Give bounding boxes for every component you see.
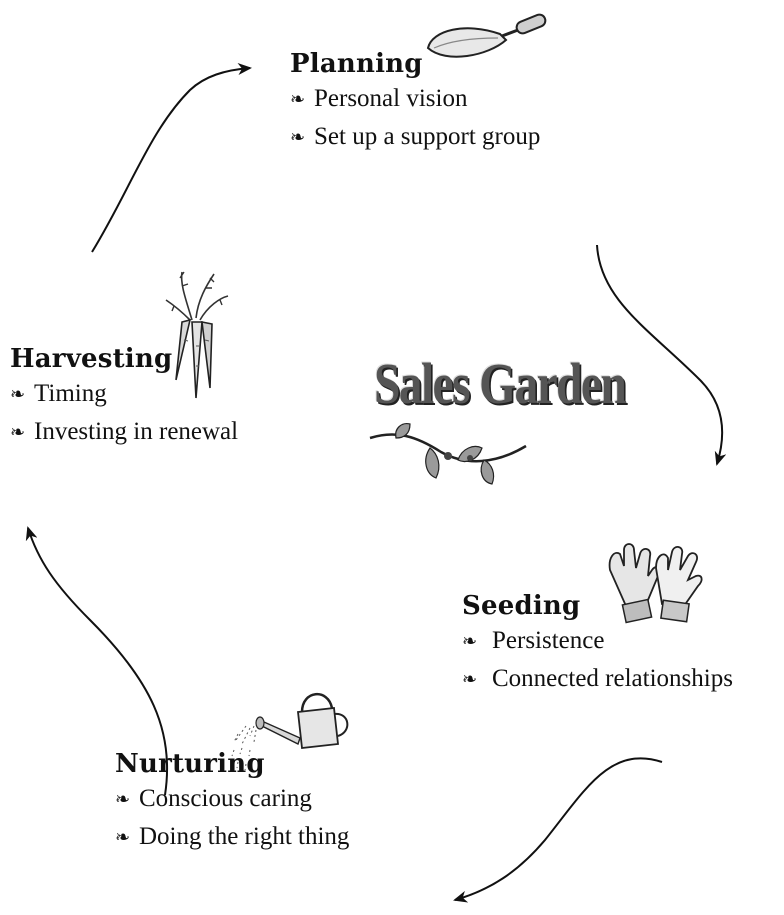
list-item: ❧Doing the right thing: [115, 818, 349, 856]
fleuron-bullet-icon: ❧: [115, 828, 139, 846]
fleuron-bullet-icon: ❧: [290, 90, 314, 108]
fleuron-bullet-icon: ❧: [462, 670, 492, 688]
arrow-seeding-to-nurturing: [455, 758, 662, 900]
list-item: ❧Conscious caring: [115, 780, 349, 818]
fleuron-bullet-icon: ❧: [115, 790, 139, 808]
fleuron-bullet-icon: ❧: [10, 385, 34, 403]
list-item: ❧Set up a support group: [290, 118, 540, 156]
nurturing-items: ❧Conscious caring ❧Doing the right thing: [115, 780, 349, 856]
fleuron-bullet-icon: ❧: [290, 128, 314, 146]
fleuron-bullet-icon: ❧: [462, 632, 492, 650]
vine-ornament-icon: [366, 408, 536, 488]
planning-items: ❧Personal vision ❧Set up a support group: [290, 80, 540, 156]
carrots-icon: [162, 270, 234, 405]
watering-can-icon: [228, 668, 368, 778]
seeding-items: ❧Persistence ❧Connected relationships: [462, 622, 733, 698]
list-item: ❧Personal vision: [290, 80, 540, 118]
center-title: Sales Garden: [374, 352, 625, 416]
gloves-icon: [604, 540, 710, 628]
trowel-icon: [422, 8, 552, 70]
list-item: ❧Connected relationships: [462, 660, 733, 698]
list-item: ❧Investing in renewal: [10, 413, 238, 451]
fleuron-bullet-icon: ❧: [10, 423, 34, 441]
arrow-harvesting-to-planning: [92, 68, 250, 252]
